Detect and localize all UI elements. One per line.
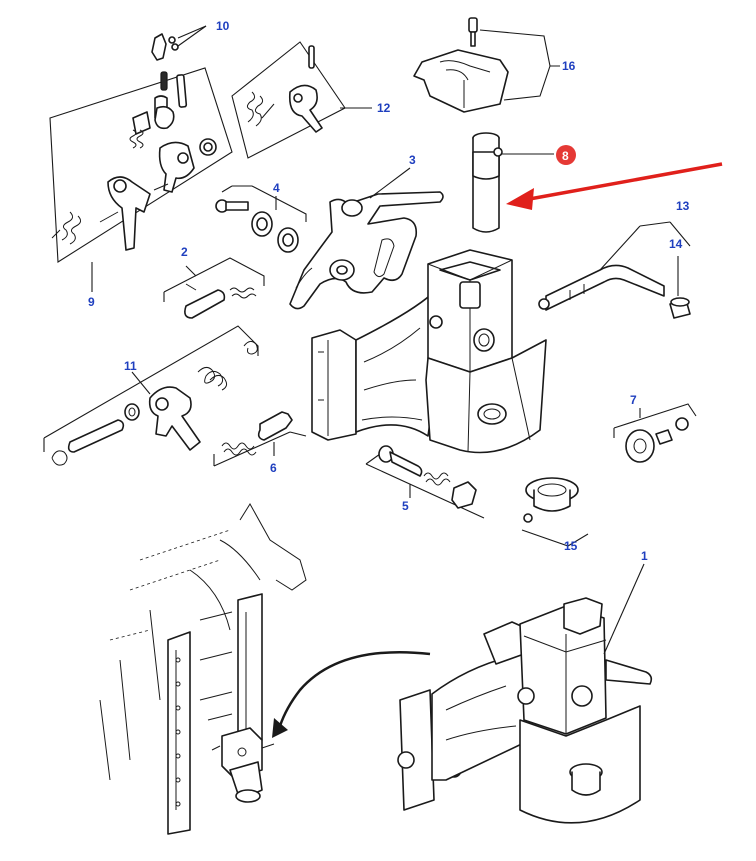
part-13-lever-rod <box>538 221 691 311</box>
callout-1: 1 <box>641 549 648 563</box>
callout-6: 6 <box>270 461 277 475</box>
callout-8: 8 <box>562 149 569 163</box>
callout-11: 11 <box>124 359 137 373</box>
callout-14: 14 <box>669 237 683 251</box>
part-3-plate <box>289 167 444 310</box>
main-hitch-body <box>311 249 547 454</box>
part-7-nut-screw <box>613 403 697 463</box>
part-14-cap <box>669 256 691 319</box>
curved-arrow <box>272 650 431 738</box>
callout-9: 9 <box>88 295 95 309</box>
callout-10: 10 <box>216 19 230 33</box>
part-16-cover <box>413 17 560 113</box>
callout-labels: 10 12 16 3 4 2 9 13 14 11 7 6 5 15 1 <box>88 19 690 563</box>
part-11-shaft-assembly <box>43 325 259 466</box>
callout-8-badge: 8 <box>556 145 576 165</box>
callout-4: 4 <box>273 181 280 195</box>
part-15-bushing <box>521 477 589 547</box>
part-10-clip <box>151 25 207 61</box>
callout-2: 2 <box>181 245 188 259</box>
part-8-pin <box>472 132 554 233</box>
callout-16: 16 <box>562 59 576 73</box>
callout-13: 13 <box>676 199 690 213</box>
pointer-arrow <box>506 162 723 210</box>
part-1-assembled-hitch <box>397 563 653 824</box>
callout-12: 12 <box>377 101 391 115</box>
part-12-assembly <box>231 41 372 159</box>
tractor-frame-view <box>99 503 307 835</box>
part-6-spring-pin <box>213 411 307 467</box>
part-4-bolt-set <box>215 185 307 253</box>
callout-3: 3 <box>409 153 416 167</box>
part-9-assembly <box>49 67 233 292</box>
callout-15: 15 <box>564 539 578 553</box>
part-2-pin-spring <box>163 257 265 319</box>
callout-5: 5 <box>402 499 409 513</box>
callout-7: 7 <box>630 393 637 407</box>
part-5-bolt-set <box>365 445 485 519</box>
